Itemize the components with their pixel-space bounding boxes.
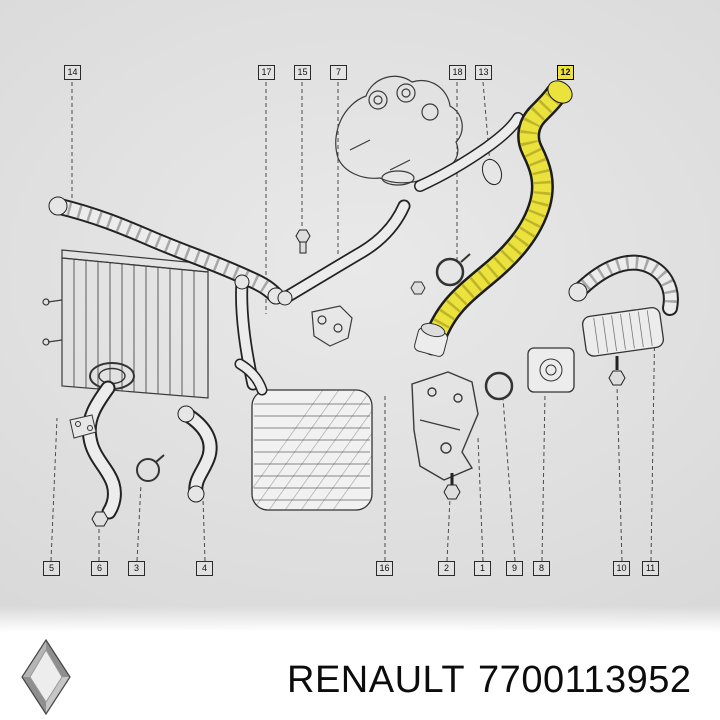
callout-18: 18 — [449, 65, 466, 80]
bolt-2-drawing — [443, 473, 461, 500]
callout-8: 8 — [533, 561, 550, 576]
hose-14-drawing — [48, 196, 285, 305]
intercooler-drawing — [42, 249, 209, 399]
downpipe-5-drawing — [69, 362, 135, 520]
callout-5: 5 — [43, 561, 60, 576]
clamp-3-drawing — [136, 454, 165, 482]
callout-1: 1 — [474, 561, 491, 576]
hose-13-drawing — [414, 112, 524, 192]
callout-7: 7 — [330, 65, 347, 80]
hose-4-drawing — [177, 405, 218, 503]
clamp-18-drawing — [410, 253, 471, 295]
throttle-body-drawing — [527, 347, 575, 393]
highlighted-hose-12 — [414, 80, 573, 357]
callout-12: 12 — [557, 65, 574, 80]
renault-logo-icon — [21, 638, 71, 716]
nut-6-drawing — [91, 511, 109, 527]
bolt-10-drawing — [608, 356, 626, 386]
callout-16: 16 — [376, 561, 393, 576]
callout-11: 11 — [642, 561, 659, 576]
callout-15: 15 — [294, 65, 311, 80]
o-ring-9-drawing — [484, 371, 514, 401]
callout-4: 4 — [196, 561, 213, 576]
engine-drawing — [335, 75, 463, 186]
callout-3: 3 — [128, 561, 145, 576]
callout-17: 17 — [258, 65, 275, 80]
callout-6: 6 — [91, 561, 108, 576]
hose-7-drawing — [277, 199, 411, 306]
airbox-drawing — [234, 358, 373, 511]
callout-10: 10 — [613, 561, 630, 576]
bolt-15-drawing — [295, 229, 311, 254]
callout-2: 2 — [438, 561, 455, 576]
parts-diagram-area: 14 17 15 7 18 13 12 5 6 3 4 16 2 1 9 8 1… — [0, 0, 720, 632]
bracket-1-drawing — [411, 371, 479, 481]
part-number-text: 7700113952 — [478, 659, 692, 701]
parts-diagram — [42, 75, 679, 562]
footer: RENAULT 7700113952 — [0, 632, 720, 720]
brand-line: RENAULT 7700113952 — [287, 659, 692, 702]
bracket-17-drawing — [311, 305, 353, 347]
callout-14: 14 — [64, 65, 81, 80]
hose-11-drawing — [568, 254, 679, 357]
callout-13: 13 — [475, 65, 492, 80]
brand-text: RENAULT — [287, 659, 466, 701]
callout-9: 9 — [506, 561, 523, 576]
